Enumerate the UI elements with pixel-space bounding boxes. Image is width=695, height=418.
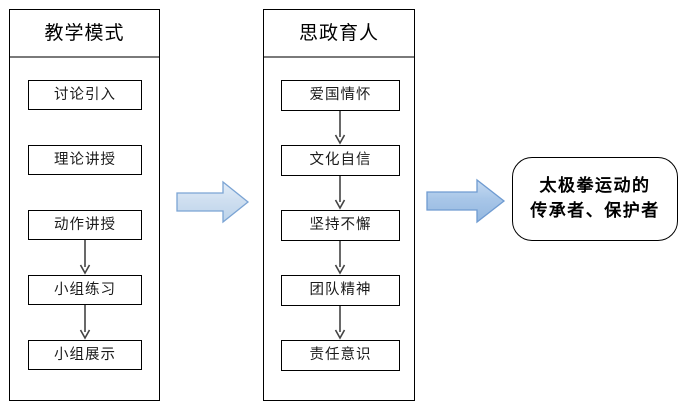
- step-box-jianchibuxie[interactable]: 坚持不懈: [281, 210, 400, 241]
- step-box-lilunjiangshou[interactable]: 理论讲授: [28, 145, 142, 175]
- panel-teaching-mode-header: 教学模式: [10, 10, 159, 56]
- result-box-text: 太极拳运动的 传承者、保护者: [524, 174, 666, 223]
- result-line-2: 传承者、保护者: [530, 201, 660, 221]
- result-line-1: 太极拳运动的: [539, 176, 651, 197]
- step-label: 团队精神: [309, 282, 372, 299]
- block-arrow-ideology-to-result: [425, 178, 507, 224]
- step-box-tuanduijingshen[interactable]: 团队精神: [281, 275, 400, 306]
- connector-arrow-dongzuo-to-xiaozulianxi: [79, 240, 91, 275]
- panel-ideological-education-title: 思政育人: [298, 21, 379, 44]
- connector-arrow-xiaozulianxi-to-xiaozuzhanshi: [79, 305, 91, 340]
- step-box-dongzuojiangshou[interactable]: 动作讲授: [28, 210, 142, 240]
- block-arrow-teaching-to-ideology: [175, 180, 251, 224]
- panel-teaching-mode-title: 教学模式: [44, 21, 125, 44]
- step-box-zerenyishi[interactable]: 责任意识: [281, 340, 400, 371]
- step-box-aiguoqinghuai[interactable]: 爱国情怀: [281, 80, 400, 111]
- step-label: 动作讲授: [54, 216, 116, 233]
- step-box-xiaozuzhanshi[interactable]: 小组展示: [28, 340, 142, 370]
- step-box-taolunyinru[interactable]: 讨论引入: [28, 80, 142, 110]
- connector-arrow-aiguo-to-wenhua: [334, 111, 346, 145]
- panel-teaching-mode: 教学模式 讨论引入 理论讲授 动作讲授 小组练习: [9, 9, 160, 401]
- step-label: 小组展示: [54, 346, 116, 363]
- panel-teaching-mode-divider: [10, 56, 159, 58]
- connector-arrow-tuandui-to-zeren: [334, 306, 346, 340]
- connector-arrow-wenhua-to-jianchi: [334, 176, 346, 210]
- step-label: 责任意识: [309, 347, 372, 364]
- step-label: 理论讲授: [54, 151, 116, 168]
- step-label: 文化自信: [309, 152, 372, 169]
- step-box-wenhuazixin[interactable]: 文化自信: [281, 145, 400, 176]
- panel-ideological-education: 思政育人 爱国情怀 文化自信: [263, 9, 415, 401]
- panel-ideological-education-header: 思政育人: [264, 10, 414, 56]
- step-label: 小组练习: [54, 281, 116, 298]
- step-box-xiaozulianxi[interactable]: 小组练习: [28, 275, 142, 305]
- step-label: 坚持不懈: [309, 217, 372, 234]
- panel-ideological-education-divider: [264, 56, 414, 58]
- connector-arrow-jianchi-to-tuandui: [334, 241, 346, 275]
- step-label: 讨论引入: [54, 86, 116, 103]
- result-box-taijiquan[interactable]: 太极拳运动的 传承者、保护者: [512, 157, 678, 241]
- step-label: 爱国情怀: [309, 87, 372, 104]
